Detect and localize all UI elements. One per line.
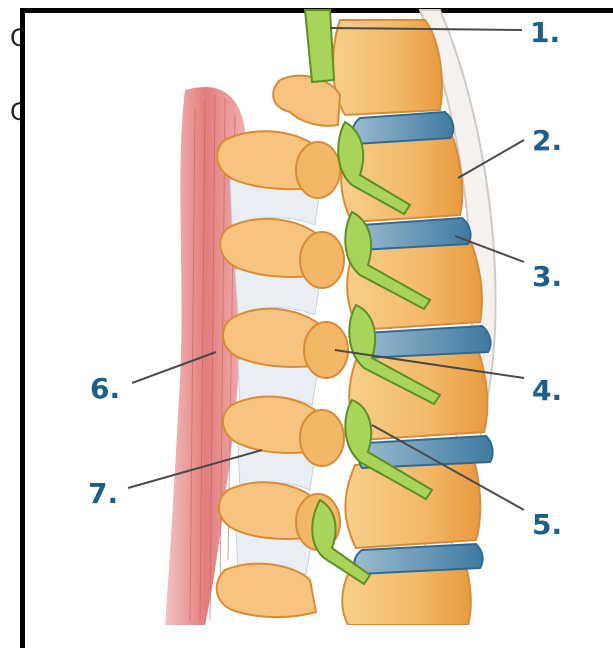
label-4: 4. [532, 374, 562, 407]
label-3: 3. [532, 260, 562, 293]
label-5: 5. [532, 508, 562, 541]
spine-illustration: 1. 2. 3. 4. 5. 6. 7. [0, 0, 613, 625]
label-2: 2. [532, 124, 562, 157]
label-1: 1. [530, 16, 560, 49]
label-7: 7. [88, 477, 118, 510]
label-6: 6. [90, 372, 120, 405]
